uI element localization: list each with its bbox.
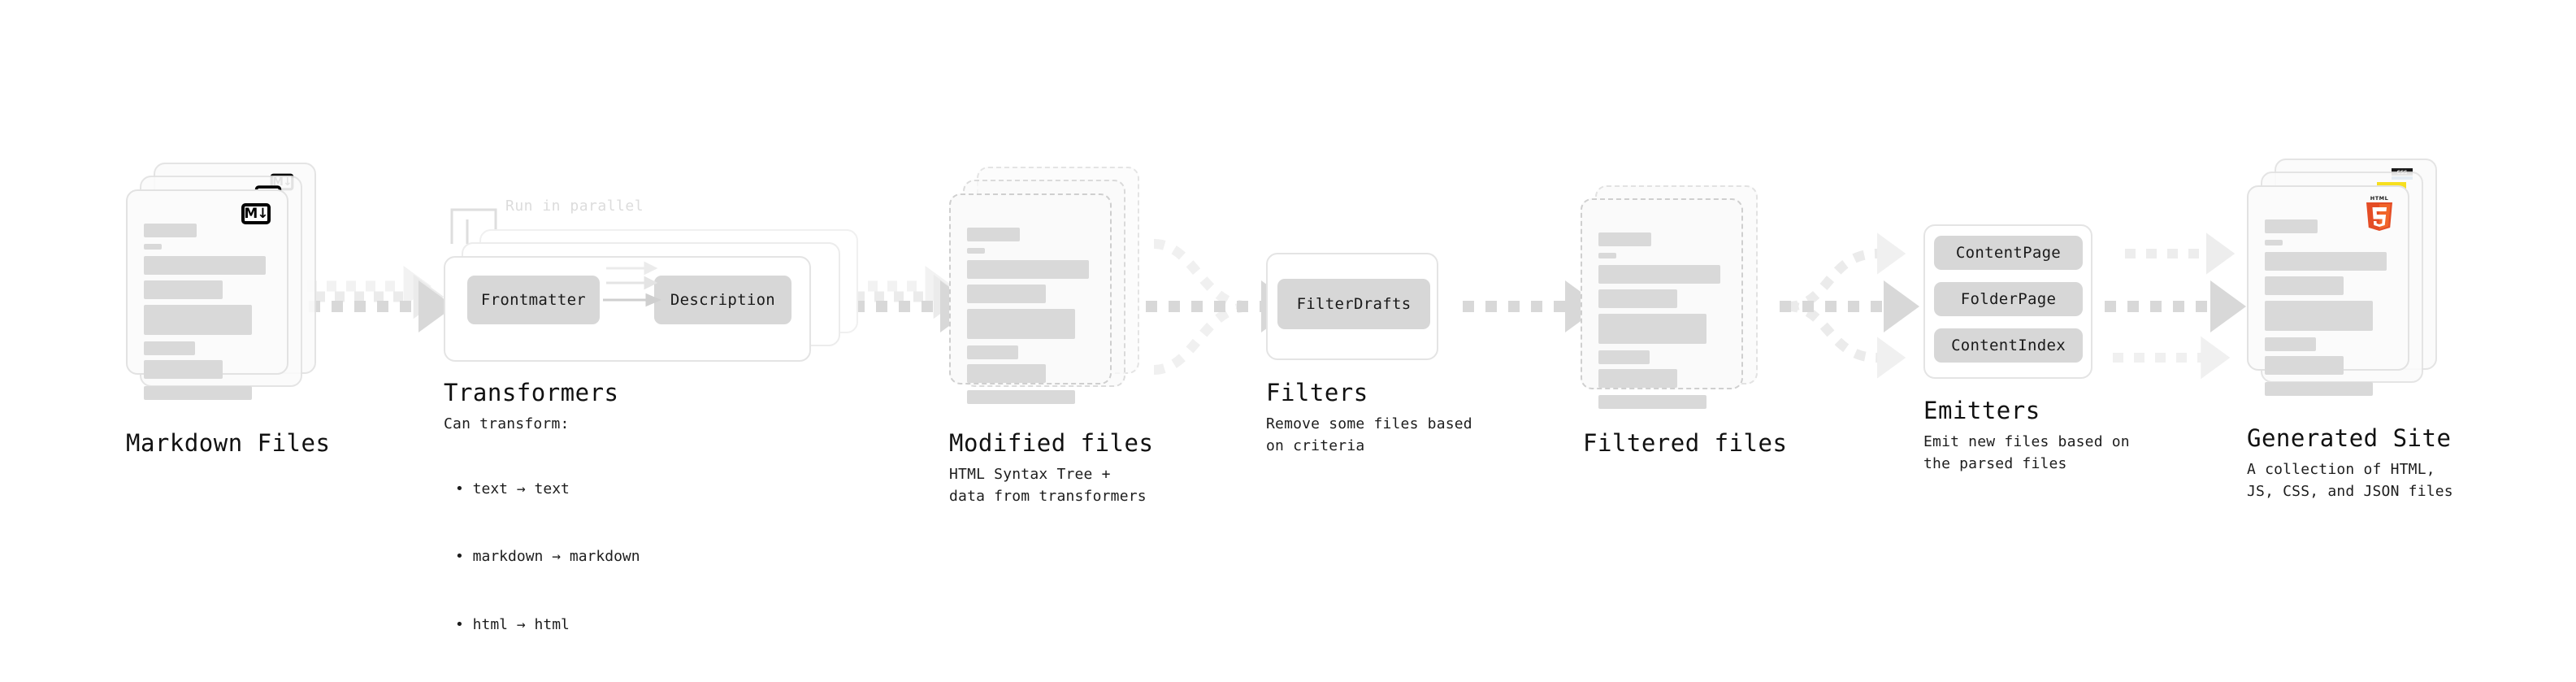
skeleton-line xyxy=(967,260,1089,279)
skeleton-subheading xyxy=(2265,240,2283,245)
connector-emitters-to-site xyxy=(2105,232,2246,380)
skeleton-line xyxy=(967,309,1075,339)
transformers-bullet-item: • markdown → markdown xyxy=(455,548,640,566)
stage-title-emitters: Emitters xyxy=(1923,397,2040,424)
transformer-pill-frontmatter[interactable]: Frontmatter xyxy=(467,276,600,324)
markdown-badge: M↓ xyxy=(241,203,271,224)
skeleton-line xyxy=(967,345,1018,359)
transformer-pill-description[interactable]: Description xyxy=(654,276,791,324)
skeleton-heading xyxy=(1598,232,1651,246)
skeleton-line xyxy=(144,360,223,379)
skeleton-line xyxy=(144,256,266,275)
transformers-bullet-item: • text → text xyxy=(455,480,570,497)
skeleton-line xyxy=(2265,382,2373,396)
skeleton-line xyxy=(2265,301,2373,331)
skeleton-line xyxy=(1598,289,1677,308)
skeleton-subheading xyxy=(1598,253,1616,258)
skeleton-line xyxy=(967,390,1075,404)
generated-site-subtitle: A collection of HTML, JS, CSS, and JSON … xyxy=(2247,461,2453,500)
skeleton-heading xyxy=(2265,219,2318,233)
skeleton-line xyxy=(1598,350,1650,364)
skeleton-line xyxy=(2265,356,2344,375)
skeleton-line xyxy=(144,280,223,299)
stage-title-markdown-files: Markdown Files xyxy=(126,429,331,457)
stage-title-filtered-files: Filtered files xyxy=(1583,429,1788,457)
skeleton-subheading xyxy=(967,248,985,254)
transformers-subtitle: Can transform: xyxy=(444,415,570,432)
filter-pill-filterdrafts[interactable]: FilterDrafts xyxy=(1277,279,1430,329)
emitter-pill-contentpage[interactable]: ContentPage xyxy=(1934,236,2083,270)
skeleton-line xyxy=(967,364,1046,383)
skeleton-heading xyxy=(967,228,1020,241)
svg-text:HTML: HTML xyxy=(2370,195,2388,202)
transformer-internal-arrows xyxy=(603,261,661,307)
skeleton-line xyxy=(2265,252,2387,271)
emitters-subtitle: Emit new files based on the parsed files xyxy=(1923,433,2130,472)
connector-markdown-to-transformers xyxy=(307,266,454,332)
stage-title-generated-site: Generated Site xyxy=(2247,424,2452,452)
filtered-card-front xyxy=(1581,198,1743,409)
emitter-pill-folderpage[interactable]: FolderPage xyxy=(1934,282,2083,316)
modified-card-front xyxy=(949,193,1112,404)
skeleton-line xyxy=(144,305,252,335)
skeleton-line xyxy=(144,341,195,355)
filters-subtitle: Remove some files based on criteria xyxy=(1266,415,1472,454)
skeleton-heading xyxy=(144,224,197,237)
connector-filtered-to-emitters xyxy=(1780,232,1919,379)
skeleton-line xyxy=(2265,276,2344,295)
transformers-bullet-item: • html → html xyxy=(455,616,570,634)
markdown-badge-label: M↓ xyxy=(244,205,268,222)
skeleton-subheading xyxy=(144,244,162,250)
modified-files-subtitle: HTML Syntax Tree + data from transformer… xyxy=(949,466,1147,505)
skeleton-line xyxy=(1598,314,1706,344)
skeleton-line xyxy=(1598,395,1706,409)
emitter-pill-contentindex[interactable]: ContentIndex xyxy=(1934,328,2083,363)
skeleton-line xyxy=(1598,369,1677,388)
transformers-bullets: • text → text • markdown → markdown • ht… xyxy=(455,432,640,682)
skeleton-line xyxy=(967,285,1046,303)
skeleton-line xyxy=(2265,337,2316,351)
stage-title-transformers: Transformers xyxy=(444,379,619,406)
skeleton-line xyxy=(144,386,252,400)
skeleton-line xyxy=(1598,265,1720,284)
stage-title-modified-files: Modified files xyxy=(949,429,1154,457)
html5-badge: HTML xyxy=(2363,194,2396,232)
run-in-parallel-note: Run in parallel xyxy=(505,198,644,215)
stage-title-filters: Filters xyxy=(1266,379,1368,406)
